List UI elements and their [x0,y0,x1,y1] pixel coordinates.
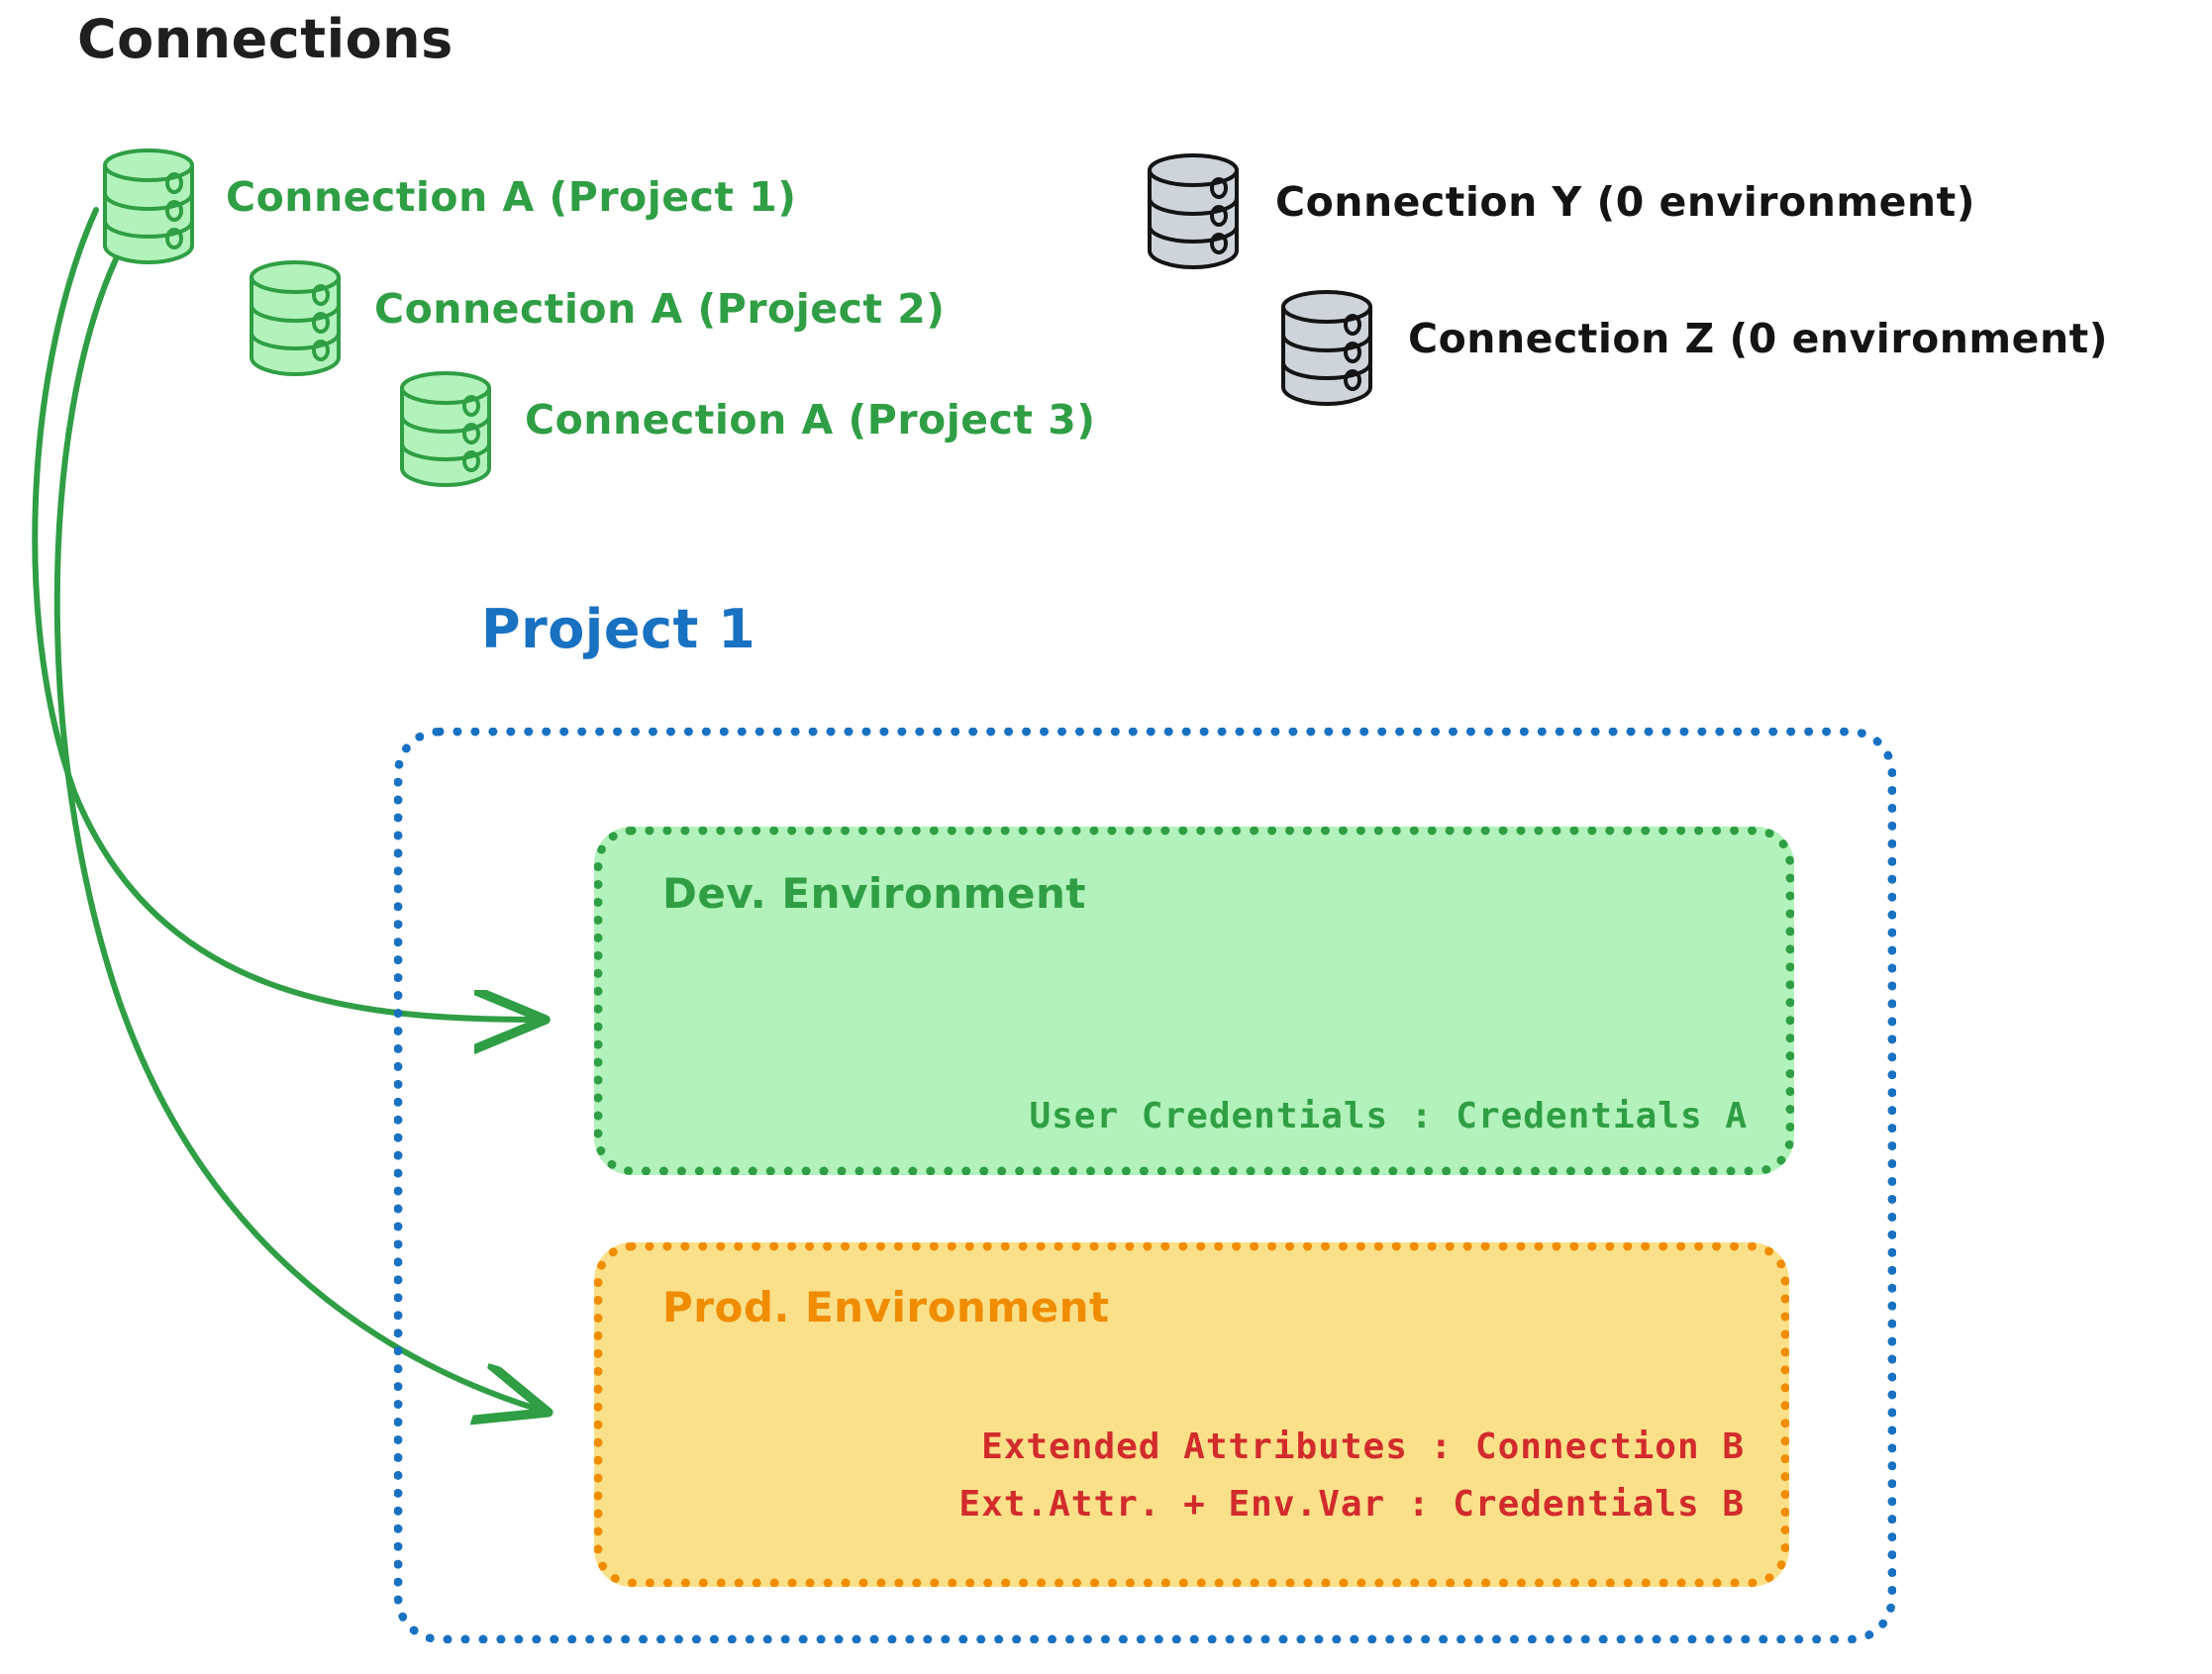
connection-label-z: Connection Z (0 environment) [1408,315,2108,362]
project-1-container [394,728,1896,1643]
dev-environment-box: Dev. Environment User Credentials : Cred… [594,827,1794,1175]
database-icon-connection-y [1144,148,1243,272]
database-icon-connection-z [1277,285,1376,409]
project-title: Project 1 [481,598,756,660]
database-icon-connection-a-project-3 [396,366,495,490]
dev-environment-credentials: User Credentials : Credentials A [1029,1096,1748,1136]
database-icon-connection-a-project-1 [99,144,198,267]
prod-environment-extended-attributes: Extended Attributes : Connection B [981,1427,1745,1467]
dev-environment-title: Dev. Environment [662,869,1086,918]
prod-environment-box: Prod. Environment Extended Attributes : … [594,1242,1789,1587]
page-title: Connections [77,8,453,70]
database-icon-connection-a-project-2 [246,255,345,379]
connection-label-a-project-3: Connection A (Project 3) [525,396,1096,443]
prod-environment-title: Prod. Environment [662,1283,1110,1331]
connection-label-y: Connection Y (0 environment) [1275,178,1975,226]
prod-environment-env-var: Ext.Attr. + Env.Var : Credentials B [958,1484,1745,1525]
connection-label-a-project-1: Connection A (Project 1) [226,173,797,221]
connection-label-a-project-2: Connection A (Project 2) [374,285,946,333]
